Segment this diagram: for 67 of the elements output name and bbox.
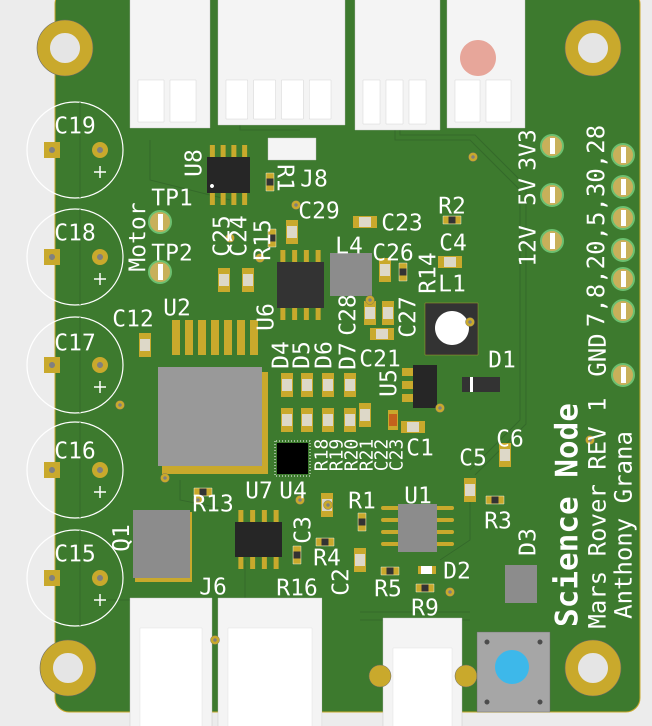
silkscreen-label: R1 xyxy=(278,166,294,190)
silkscreen-label: GND xyxy=(588,334,606,376)
silkscreen-label: C23 xyxy=(389,440,403,470)
silkscreen-label: U4 xyxy=(280,481,306,499)
silkscreen-label: R14 xyxy=(418,253,436,292)
silkscreen-label: D5 xyxy=(292,343,310,368)
silkscreen-label: C12 xyxy=(114,309,152,327)
silkscreen-label: C3 xyxy=(293,518,311,542)
silkscreen-label: D1 xyxy=(490,350,514,368)
silkscreen-label: R1 xyxy=(350,492,374,508)
silkscreen-label: C25 xyxy=(212,217,230,256)
silkscreen-label: C19 xyxy=(56,116,94,134)
silkscreen-label: C27 xyxy=(398,298,416,336)
silkscreen-label: 3V3 xyxy=(518,130,536,170)
silkscreen-label: R21 xyxy=(359,440,373,470)
silkscreen-label: C16 xyxy=(56,441,94,459)
silkscreen-label: C29 xyxy=(300,201,338,219)
silkscreen-label: U6 xyxy=(256,304,274,330)
silkscreen-label: L1 xyxy=(440,274,464,292)
silkscreen-label: C17 xyxy=(56,333,94,351)
silkscreen-label: R4 xyxy=(314,548,340,566)
silkscreen-label: C22 xyxy=(374,440,388,470)
silkscreen-label: R20 xyxy=(344,440,358,470)
silkscreen-label: C1 xyxy=(408,438,432,456)
silkscreen-label: TP1 xyxy=(152,188,192,206)
silkscreen-label: C24 xyxy=(229,216,247,256)
silkscreen-label: U1 xyxy=(406,486,430,504)
silkscreen-label: 12V xyxy=(518,226,536,264)
silkscreen-label: TP2 xyxy=(152,243,191,261)
silkscreen-label: Motor xyxy=(128,203,146,271)
silkscreen-label: U8 xyxy=(184,150,202,176)
silkscreen-label: C5 xyxy=(460,448,485,466)
silkscreen-label: 7,8,20,5,30,28 xyxy=(586,126,608,326)
silkscreen-label: C21 xyxy=(360,349,400,367)
silkscreen-label: U7 xyxy=(246,481,272,499)
silkscreen-label: R16 xyxy=(278,578,316,596)
silkscreen-label: R5 xyxy=(376,579,400,597)
silkscreen-label: C23 xyxy=(382,213,422,231)
silkscreen-label: L4 xyxy=(338,236,362,254)
silkscreen-label: R15 xyxy=(253,221,271,260)
silkscreen-label: D7 xyxy=(338,344,356,368)
silkscreen-label: R2 xyxy=(440,196,464,214)
silkscreen-label: R13 xyxy=(194,494,232,512)
silkscreen-label: U5 xyxy=(379,371,397,396)
silkscreen-label: J6 xyxy=(200,577,226,595)
silkscreen-label: C15 xyxy=(56,544,94,562)
silkscreen-label: R19 xyxy=(329,440,343,470)
silkscreen-label: D4 xyxy=(272,342,288,368)
silkscreen-label: Anthony Grana xyxy=(613,433,637,618)
silkscreen-label: Q1 xyxy=(112,526,132,551)
silkscreen-label: J8 xyxy=(301,169,326,187)
silkscreen-label: 5V xyxy=(518,178,536,204)
silkscreen-label: D2 xyxy=(444,561,469,579)
silkscreen-label: R18 xyxy=(314,440,328,470)
silkscreen-label: C4 xyxy=(440,233,466,251)
silkscreen-label: C2 xyxy=(331,570,349,594)
silkscreen-label: D3 xyxy=(518,530,536,554)
silkscreen-label: U2 xyxy=(164,298,189,316)
silkscreen-label: C18 xyxy=(56,223,94,241)
silkscreen-label: Mars Rover REV 1 xyxy=(588,399,606,628)
silkscreen-label: C26 xyxy=(374,243,412,261)
silkscreen-label: C6 xyxy=(498,429,522,447)
silkscreen-label: R9 xyxy=(412,598,438,616)
silkscreen-label: C28 xyxy=(338,296,356,334)
silkscreen-label: D6 xyxy=(314,342,332,368)
silkscreen-label: Science Node xyxy=(552,404,578,626)
silkscreen-label: R3 xyxy=(486,511,510,529)
